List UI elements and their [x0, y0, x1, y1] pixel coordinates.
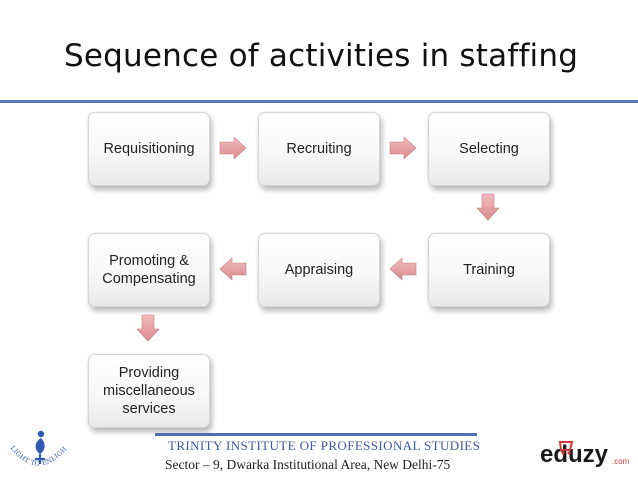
- step-appraising: Appraising: [258, 233, 380, 307]
- brand-suffix: .com: [612, 457, 630, 466]
- step-selecting-label: Selecting: [459, 141, 519, 157]
- arrow-left-icon: [389, 257, 417, 281]
- institute-name: TRINITY INSTITUTE OF PROFESSIONAL STUDIE…: [168, 438, 481, 453]
- arrow-right-icon: [219, 136, 247, 160]
- step-training: Training: [428, 233, 550, 307]
- institute-logo-icon: LIGHT TO ENLIGHTEN: [4, 428, 68, 468]
- step-providing-label-line3: services: [122, 401, 176, 417]
- step-training-label: Training: [463, 262, 515, 278]
- step-providing-label-line1: Providing: [118, 365, 180, 381]
- title-divider: [0, 100, 638, 103]
- step-requisitioning: Requisitioning: [88, 112, 210, 186]
- step-promoting-compensating: Promoting & Compensating: [88, 233, 210, 307]
- step-recruiting: Recruiting: [258, 112, 380, 186]
- step-recruiting-label: Recruiting: [286, 141, 352, 157]
- brand-wordmark: eduzy: [540, 441, 609, 468]
- arrow-down-icon: [476, 193, 500, 221]
- step-providing-label-line2: miscellaneous: [103, 383, 195, 399]
- footer-divider: [155, 433, 477, 436]
- eduzy-logo-icon: eduzy .com: [540, 441, 630, 468]
- step-providing-services: Providing miscellaneous services: [88, 354, 210, 428]
- arrow-down-icon: [136, 314, 160, 342]
- step-requisitioning-label: Requisitioning: [103, 141, 195, 157]
- arrow-right-icon: [389, 136, 417, 160]
- step-promoting-label-line1: Promoting &: [109, 253, 189, 269]
- step-selecting: Selecting: [428, 112, 550, 186]
- arrow-left-icon: [219, 257, 247, 281]
- institute-address: Sector – 9, Dwarka Institutional Area, N…: [165, 457, 451, 472]
- step-promoting-label-line2: Compensating: [102, 271, 196, 287]
- slide-title: Sequence of activities in staffing: [64, 38, 579, 74]
- step-appraising-label: Appraising: [284, 262, 354, 278]
